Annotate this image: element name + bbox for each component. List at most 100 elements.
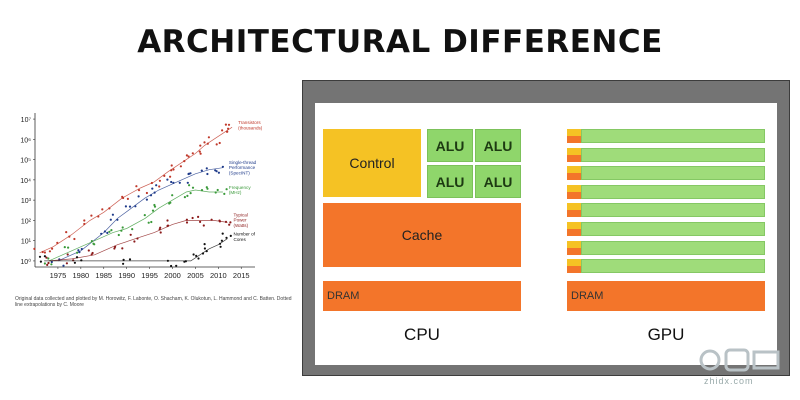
data-point: [199, 220, 202, 223]
data-point: [170, 164, 173, 167]
gpu-core-row: [567, 184, 765, 199]
data-point: [221, 232, 224, 235]
data-point: [188, 184, 191, 187]
data-point: [48, 250, 52, 253]
data-point: [203, 247, 206, 250]
data-point: [153, 191, 156, 194]
gpu-cache-cell: [567, 247, 581, 255]
data-point: [170, 180, 173, 184]
data-point: [43, 255, 47, 258]
data-point: [191, 216, 194, 220]
data-point: [202, 224, 205, 227]
data-point: [39, 260, 43, 263]
gpu-core-row: [567, 129, 765, 143]
data-point: [198, 150, 201, 153]
data-point: [185, 218, 188, 221]
data-point: [197, 257, 200, 260]
x-tick-label: 2000: [164, 271, 181, 280]
series-trend-line: [48, 220, 228, 262]
y-tick-label: 10¹: [21, 239, 32, 246]
gpu-core-row: [567, 259, 765, 274]
data-point: [101, 208, 104, 211]
data-point: [170, 169, 173, 172]
data-point: [135, 185, 138, 188]
data-point: [199, 152, 202, 155]
data-point: [38, 255, 42, 258]
data-point: [172, 168, 175, 171]
data-point: [108, 207, 111, 210]
gpu-label: GPU: [647, 325, 685, 344]
gpu-cache-cell: [567, 191, 581, 199]
data-point: [129, 233, 132, 236]
data-point: [151, 209, 155, 212]
data-point: [51, 247, 54, 250]
data-point: [128, 258, 132, 261]
data-point: [80, 247, 83, 251]
gpu-alu-strip: [581, 222, 765, 236]
y-tick-label: 10⁴: [20, 178, 31, 185]
data-point: [83, 222, 86, 226]
data-point: [110, 229, 113, 232]
data-point: [117, 233, 120, 237]
series-trend-line: [44, 238, 228, 262]
data-point: [128, 205, 132, 208]
data-point: [158, 228, 161, 231]
data-point: [183, 160, 186, 163]
data-point: [163, 174, 166, 177]
data-point: [158, 185, 161, 188]
data-point: [169, 175, 172, 178]
data-point: [134, 205, 137, 208]
data-point: [216, 188, 219, 192]
gpu-cache-cell: [567, 210, 581, 218]
data-point: [218, 242, 222, 245]
y-tick-label: 10³: [21, 198, 32, 205]
data-point: [83, 219, 86, 222]
x-tick-label: 2010: [210, 271, 227, 280]
data-point: [121, 247, 124, 250]
data-point: [171, 194, 174, 197]
data-point: [227, 127, 230, 130]
data-point: [65, 231, 68, 234]
data-point: [185, 154, 188, 157]
x-tick-label: 2005: [187, 271, 204, 280]
data-point: [218, 141, 221, 145]
data-point: [159, 226, 162, 229]
data-point: [76, 251, 79, 254]
data-point: [151, 187, 154, 190]
gpu-alu-strip: [581, 129, 765, 143]
data-point: [169, 201, 172, 204]
data-point: [90, 240, 93, 243]
data-point: [33, 247, 36, 250]
gpu-core-row: [567, 203, 765, 218]
data-point: [150, 220, 153, 224]
data-point: [137, 195, 140, 198]
y-tick-label: 10⁰: [20, 258, 31, 266]
data-point: [191, 186, 195, 189]
data-point: [87, 249, 90, 252]
y-tick-label: 10⁷: [21, 117, 32, 124]
data-point: [217, 171, 220, 174]
data-point: [145, 191, 148, 195]
data-point: [75, 256, 79, 259]
y-tick-label: 10²: [21, 218, 32, 225]
data-point: [223, 192, 226, 195]
data-point: [78, 251, 81, 254]
data-point: [166, 259, 169, 262]
data-point: [122, 258, 125, 261]
data-point: [224, 123, 227, 126]
y-tick-label: 10⁶: [20, 137, 31, 144]
series-trend-line: [39, 126, 233, 254]
data-point: [73, 237, 76, 241]
data-point: [170, 264, 173, 268]
data-point: [225, 236, 228, 239]
data-point: [90, 214, 93, 217]
data-point: [179, 165, 182, 168]
data-point: [219, 245, 222, 248]
gpu-core-row: [567, 222, 765, 236]
data-point: [172, 181, 175, 184]
data-point: [100, 232, 103, 235]
data-point: [229, 234, 232, 237]
gpu-cache-cell: [567, 154, 581, 162]
data-point: [56, 241, 59, 244]
data-point: [50, 260, 53, 264]
